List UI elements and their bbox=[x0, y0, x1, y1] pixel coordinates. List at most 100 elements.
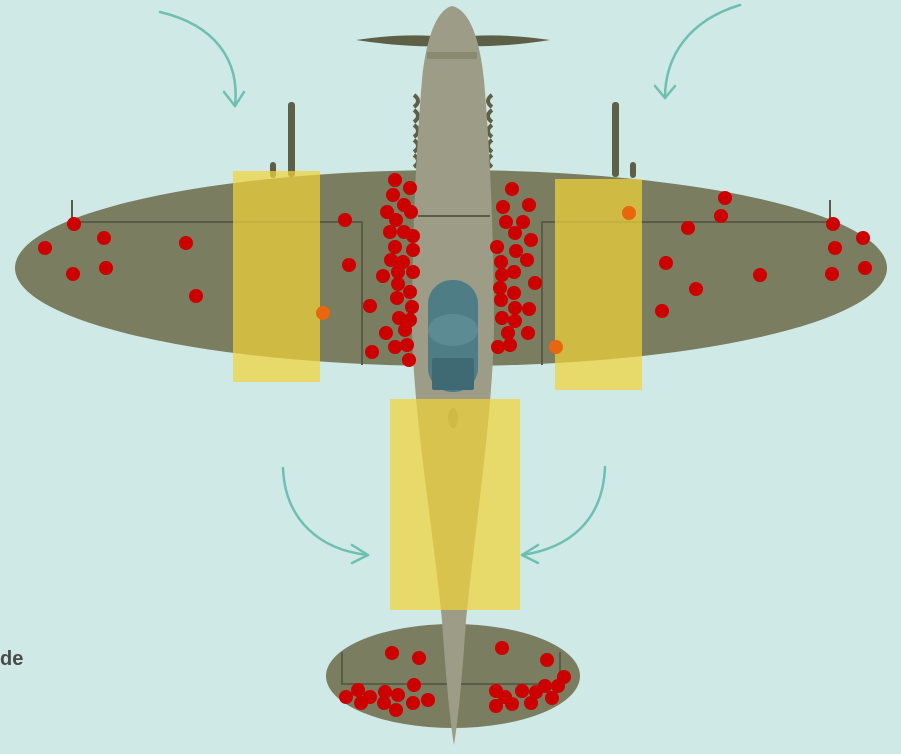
bullet-hole-icon bbox=[390, 291, 404, 305]
bullet-hole-icon bbox=[509, 244, 523, 258]
bullet-hole-icon bbox=[495, 268, 509, 282]
bullet-hole-icon bbox=[316, 306, 330, 320]
aircraft-icon bbox=[15, 6, 887, 745]
bullet-hole-icon bbox=[376, 269, 390, 283]
bullet-hole-icon bbox=[391, 277, 405, 291]
bullet-hole-icon bbox=[338, 213, 352, 227]
left-cannon bbox=[288, 102, 295, 177]
bullet-hole-icon bbox=[718, 191, 732, 205]
bullet-hole-icon bbox=[522, 198, 536, 212]
canopy-glare bbox=[428, 314, 478, 346]
bullet-hole-icon bbox=[354, 696, 368, 710]
bullet-hole-icon bbox=[714, 209, 728, 223]
bullet-hole-icon bbox=[391, 688, 405, 702]
canopy-frame bbox=[432, 358, 474, 390]
bullet-hole-icon bbox=[421, 693, 435, 707]
curved-arrow-icon bbox=[160, 12, 244, 106]
bullet-hole-icon bbox=[515, 684, 529, 698]
bullet-hole-icon bbox=[38, 241, 52, 255]
left-engine-zone bbox=[233, 171, 320, 382]
bullet-hole-icon bbox=[389, 213, 403, 227]
bullet-hole-icon bbox=[342, 258, 356, 272]
bullet-hole-icon bbox=[659, 256, 673, 270]
caption-text: de bbox=[0, 648, 23, 671]
bullet-hole-icon bbox=[689, 282, 703, 296]
bullet-hole-icon bbox=[538, 679, 552, 693]
bullet-hole-icon bbox=[528, 276, 542, 290]
bullet-hole-icon bbox=[490, 240, 504, 254]
bullet-hole-icon bbox=[507, 265, 521, 279]
bullet-hole-icon bbox=[505, 182, 519, 196]
spinner-band bbox=[427, 52, 477, 59]
bullet-hole-icon bbox=[406, 696, 420, 710]
bullet-hole-icon bbox=[404, 205, 418, 219]
right-cannon bbox=[612, 102, 619, 177]
bullet-hole-icon bbox=[496, 200, 510, 214]
bullet-hole-icon bbox=[826, 217, 840, 231]
bullet-hole-icon bbox=[503, 338, 517, 352]
bullet-hole-icon bbox=[377, 696, 391, 710]
bullet-hole-icon bbox=[494, 255, 508, 269]
bullet-hole-icon bbox=[351, 683, 365, 697]
bullet-hole-icon bbox=[189, 289, 203, 303]
bullet-hole-icon bbox=[403, 181, 417, 195]
bullet-hole-icon bbox=[363, 299, 377, 313]
bullet-hole-icon bbox=[99, 261, 113, 275]
bullet-hole-icon bbox=[388, 340, 402, 354]
bullet-hole-icon bbox=[407, 678, 421, 692]
bullet-hole-icon bbox=[179, 236, 193, 250]
bullet-hole-icon bbox=[67, 217, 81, 231]
bullet-hole-icon bbox=[753, 268, 767, 282]
bullet-hole-icon bbox=[365, 345, 379, 359]
bullet-hole-icon bbox=[66, 267, 80, 281]
bullet-hole-icon bbox=[622, 206, 636, 220]
bullet-hole-icon bbox=[406, 229, 420, 243]
bullet-hole-icon bbox=[400, 338, 414, 352]
bullet-hole-icon bbox=[405, 300, 419, 314]
bullet-hole-icon bbox=[403, 285, 417, 299]
bullet-hole-icon bbox=[508, 226, 522, 240]
bullet-hole-icon bbox=[391, 265, 405, 279]
bullet-hole-icon bbox=[493, 281, 507, 295]
bullet-hole-icon bbox=[499, 215, 513, 229]
bullet-hole-icon bbox=[825, 267, 839, 281]
bullet-hole-icon bbox=[383, 225, 397, 239]
bullet-hole-icon bbox=[388, 173, 402, 187]
bullet-hole-icon bbox=[388, 240, 402, 254]
bullet-hole-icon bbox=[655, 304, 669, 318]
bullet-hole-icon bbox=[540, 653, 554, 667]
bullet-hole-icon bbox=[494, 293, 508, 307]
bullet-hole-icon bbox=[379, 326, 393, 340]
bullet-hole-icon bbox=[402, 353, 416, 367]
rear-fuselage-zone bbox=[390, 399, 520, 610]
bullet-hole-icon bbox=[508, 314, 522, 328]
bullet-hole-icon bbox=[406, 243, 420, 257]
bullet-hole-icon bbox=[520, 253, 534, 267]
curved-arrow-icon bbox=[283, 468, 368, 563]
bullet-hole-icon bbox=[828, 241, 842, 255]
bullet-hole-icon bbox=[521, 326, 535, 340]
bullet-hole-icon bbox=[681, 221, 695, 235]
bullet-hole-icon bbox=[524, 233, 538, 247]
bullet-hole-icon bbox=[858, 261, 872, 275]
bullet-hole-icon bbox=[498, 690, 512, 704]
bullet-hole-icon bbox=[406, 265, 420, 279]
bullet-hole-icon bbox=[339, 690, 353, 704]
right-gun bbox=[630, 162, 636, 178]
bullet-hole-icon bbox=[384, 253, 398, 267]
bullet-hole-icon bbox=[386, 188, 400, 202]
bullet-hole-icon bbox=[507, 286, 521, 300]
bullet-hole-icon bbox=[385, 646, 399, 660]
curved-arrow-icon bbox=[522, 467, 605, 563]
bullet-hole-icon bbox=[545, 691, 559, 705]
bullet-hole-icon bbox=[856, 231, 870, 245]
curved-arrow-icon bbox=[655, 5, 740, 98]
bullet-hole-icon bbox=[389, 703, 403, 717]
bullet-hole-icon bbox=[398, 323, 412, 337]
bullet-hole-icon bbox=[501, 326, 515, 340]
bullet-hole-icon bbox=[549, 340, 563, 354]
bullet-hole-icon bbox=[508, 301, 522, 315]
bullet-hole-icon bbox=[412, 651, 426, 665]
